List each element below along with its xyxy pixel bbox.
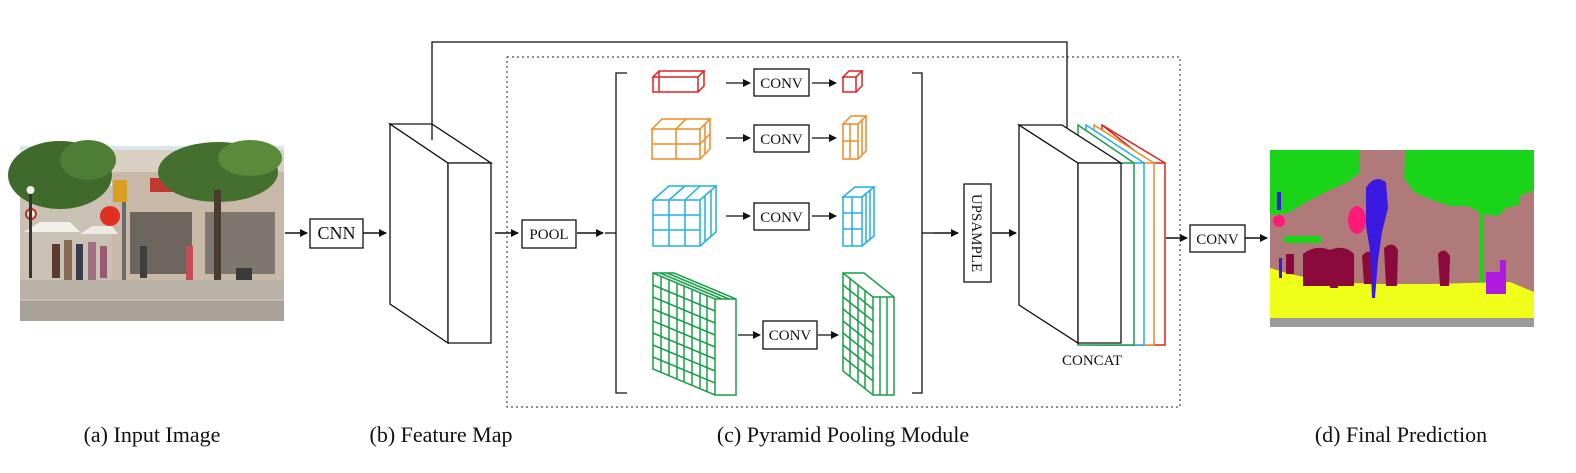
conv-red-label: CONV bbox=[760, 76, 803, 92]
conv-red: CONV bbox=[753, 68, 810, 97]
conv-orange-label: CONV bbox=[760, 132, 803, 148]
left-bracket bbox=[615, 72, 627, 394]
conv-orange: CONV bbox=[753, 124, 810, 153]
cnn-label: CNN bbox=[317, 223, 355, 243]
conv-final-label: CONV bbox=[1196, 232, 1239, 248]
right-bracket bbox=[912, 72, 923, 394]
feature-map-block bbox=[387, 122, 494, 345]
concat-block bbox=[1016, 123, 1166, 346]
conv-green: CONV bbox=[762, 320, 818, 350]
pool-bin-cyan bbox=[651, 185, 718, 247]
input-image bbox=[8, 140, 284, 321]
upsample-label: UPSAMPLE bbox=[968, 194, 984, 272]
conv-cyan-label: CONV bbox=[760, 210, 803, 226]
pool-block: POOL bbox=[521, 219, 577, 249]
pool-bin-red-out bbox=[841, 70, 864, 93]
cnn-block: CNN bbox=[309, 218, 364, 249]
pool-bin-orange-out bbox=[841, 115, 868, 160]
caption-final-prediction: (d) Final Prediction bbox=[1315, 422, 1487, 447]
conv-cyan: CONV bbox=[753, 202, 810, 231]
pool-bin-orange bbox=[650, 118, 712, 160]
upsample-block: UPSAMPLE bbox=[963, 183, 992, 283]
skip-connection-arrow bbox=[431, 41, 1071, 156]
ppm-frame bbox=[506, 56, 1181, 408]
concat-label: CONCAT bbox=[1062, 353, 1122, 369]
final-prediction bbox=[1270, 150, 1534, 327]
pool-bin-green-out bbox=[842, 272, 895, 396]
caption-ppm: (c) Pyramid Pooling Module bbox=[717, 422, 969, 447]
caption-input-image: (a) Input Image bbox=[84, 422, 221, 447]
caption-feature-map: (b) Feature Map bbox=[370, 422, 513, 447]
pool-bin-cyan-out bbox=[840, 186, 877, 247]
conv-green-label: CONV bbox=[769, 328, 812, 344]
conv-final: CONV bbox=[1189, 224, 1246, 253]
pool-bin-green bbox=[652, 272, 737, 396]
pool-label: POOL bbox=[529, 227, 568, 243]
pool-bin-red bbox=[651, 70, 706, 93]
